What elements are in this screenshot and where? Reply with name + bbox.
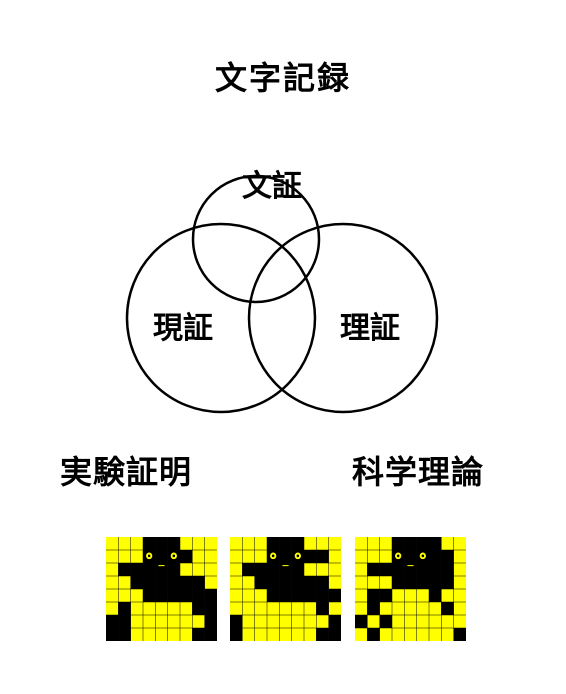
pixel-figure-icon-3 [355, 537, 466, 641]
venn-circle-top [191, 174, 321, 304]
pixel-figure-icon-2 [230, 537, 341, 641]
caption-right: 科学理論 [352, 453, 485, 491]
venn-circle-right [247, 222, 439, 414]
venn-circle-left [125, 222, 317, 414]
pixel-figure-icon-1 [106, 537, 217, 641]
venn-label-left: 現証 [153, 311, 213, 346]
venn-label-top: 文証 [242, 169, 302, 204]
diagram-title: 文字記録 [214, 59, 351, 97]
venn-label-right: 理証 [340, 311, 400, 346]
caption-left: 実験証明 [60, 453, 193, 491]
